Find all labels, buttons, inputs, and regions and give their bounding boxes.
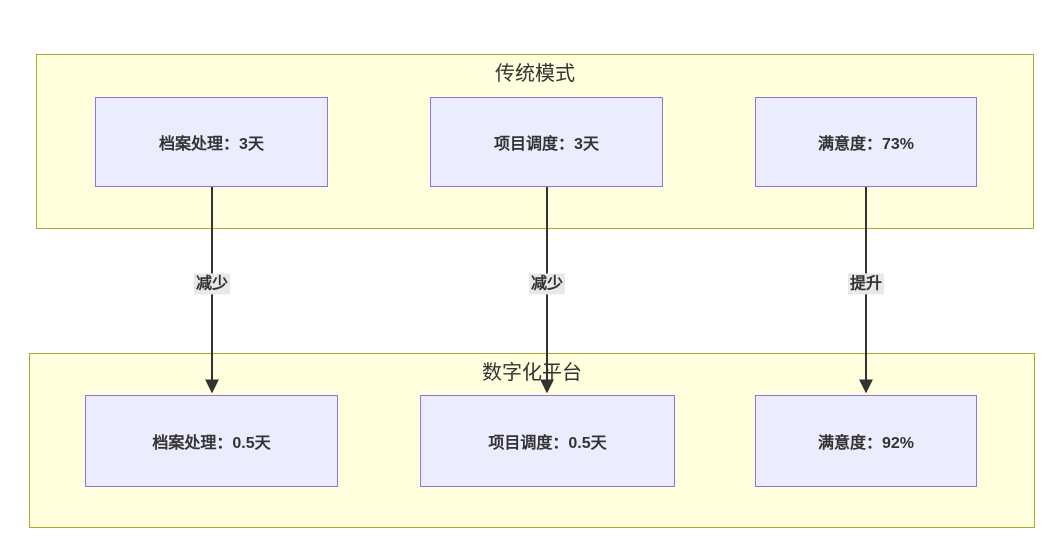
node-digital-scheduling: 项目调度：0.5天 (420, 395, 675, 487)
node-traditional-satisfaction: 满意度：73% (755, 97, 977, 187)
node-label: 档案处理：0.5天 (152, 435, 271, 452)
edge-label-improve: 提升 (847, 273, 885, 295)
cluster-title-traditional: 传统模式 (495, 63, 575, 85)
edge-label-reduce-2: 减少 (528, 273, 566, 295)
node-label: 满意度：92% (817, 435, 915, 452)
node-label: 项目调度：0.5天 (488, 435, 607, 452)
edge-label-reduce-1: 减少 (193, 273, 231, 295)
node-digital-archive: 档案处理：0.5天 (85, 395, 338, 487)
node-traditional-archive: 档案处理：3天 (95, 97, 328, 187)
cluster-title-digital: 数字化平台 (482, 362, 582, 384)
node-label: 满意度：73% (817, 136, 915, 153)
node-traditional-scheduling: 项目调度：3天 (430, 97, 663, 187)
node-digital-satisfaction: 满意度：92% (755, 395, 977, 487)
node-label: 项目调度：3天 (494, 136, 599, 153)
node-label: 档案处理：3天 (159, 136, 264, 153)
